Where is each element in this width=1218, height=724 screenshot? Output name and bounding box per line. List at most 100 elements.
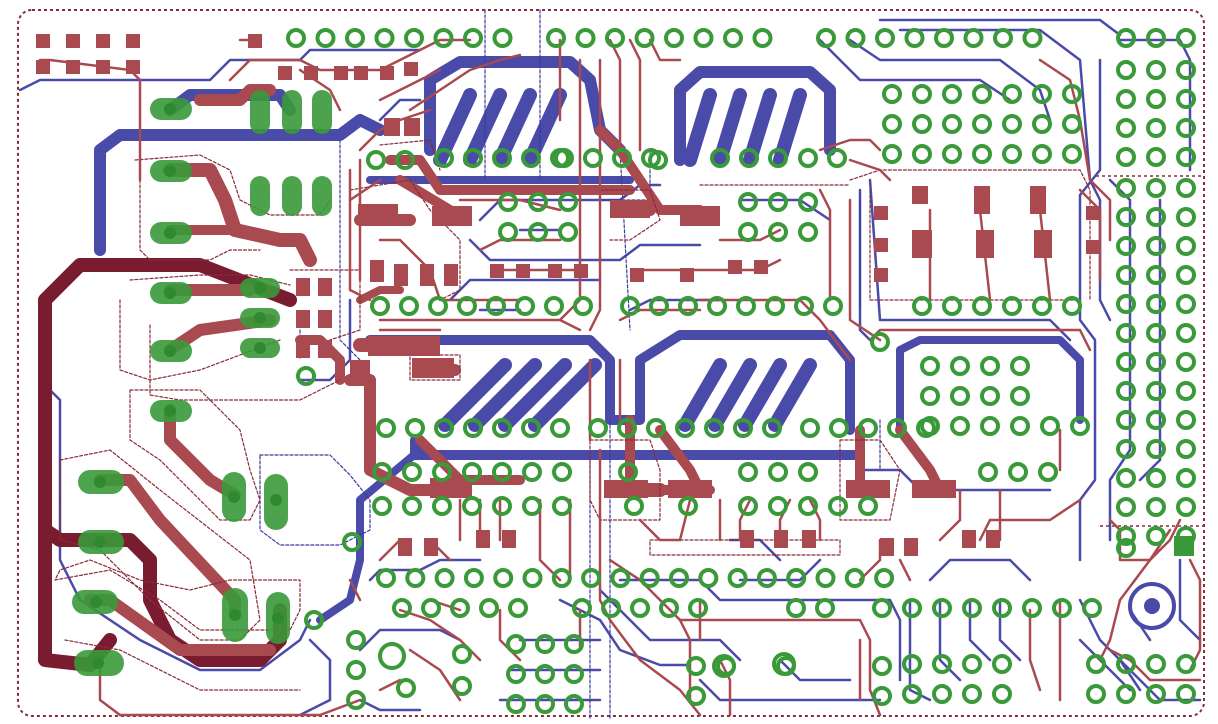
via-pad xyxy=(980,416,1000,436)
via-pad xyxy=(1062,114,1082,134)
via-pad xyxy=(786,598,806,618)
via-pad xyxy=(1010,416,1030,436)
via-pad xyxy=(648,150,668,170)
via-pad xyxy=(1176,147,1196,167)
via-pad xyxy=(522,568,543,588)
via-pad xyxy=(1176,468,1196,488)
via-pad xyxy=(1116,323,1136,343)
via-pad xyxy=(433,28,454,48)
via-pad xyxy=(686,656,706,676)
via-pad xyxy=(698,568,719,588)
via-pad xyxy=(1062,84,1082,104)
via-pad xyxy=(434,148,454,168)
via-pad xyxy=(528,222,548,242)
via-pad xyxy=(1176,118,1196,138)
via-pad xyxy=(1116,410,1136,430)
via-pad xyxy=(346,660,366,680)
via-pad xyxy=(554,148,574,168)
via-pad xyxy=(1032,114,1052,134)
via-pad xyxy=(552,496,572,516)
via-pad xyxy=(462,462,482,482)
via-pad xyxy=(872,598,892,618)
via-pad xyxy=(404,28,424,48)
via-pad xyxy=(870,332,890,352)
via-pad xyxy=(872,656,892,676)
via-pad xyxy=(610,568,631,588)
via-pad xyxy=(829,418,849,438)
via-pad xyxy=(858,496,878,516)
via-pad xyxy=(376,568,396,588)
via-pad xyxy=(1032,84,1052,104)
via-pad xyxy=(963,28,984,48)
via-pad xyxy=(688,598,708,618)
via-pad xyxy=(1146,497,1166,517)
via-pad xyxy=(1116,147,1136,167)
via-pad xyxy=(1116,684,1136,704)
via-pad xyxy=(659,598,679,618)
via-pad xyxy=(1116,526,1136,546)
via-pad xyxy=(1146,294,1166,314)
via-pad xyxy=(798,192,818,212)
via-pad xyxy=(942,114,962,134)
via-pad xyxy=(1176,497,1196,517)
via-pad xyxy=(962,684,982,704)
via-pad xyxy=(768,462,788,482)
via-pad xyxy=(581,568,602,588)
via-pad xyxy=(739,148,759,168)
via-pad xyxy=(887,418,907,438)
via-pad xyxy=(1116,28,1136,48)
via-pad xyxy=(768,148,788,168)
via-pad xyxy=(904,28,925,48)
via-pad xyxy=(1116,352,1136,372)
via-pad xyxy=(710,148,730,168)
large-via-pad xyxy=(772,652,796,676)
via-pad xyxy=(493,568,514,588)
via-pad xyxy=(479,598,499,618)
via-pad xyxy=(962,654,982,674)
via-pad xyxy=(798,496,818,516)
via-pad xyxy=(624,496,644,516)
via-pad xyxy=(827,148,847,168)
large-via-pad xyxy=(712,654,736,678)
via-pad xyxy=(605,28,625,48)
via-pad xyxy=(1146,323,1166,343)
via-pad xyxy=(296,366,316,386)
via-pad xyxy=(972,144,992,164)
via-pad xyxy=(428,296,448,316)
via-pad xyxy=(912,296,932,316)
via-pad xyxy=(1116,538,1136,558)
via-pad xyxy=(1116,118,1136,138)
via-pad xyxy=(1010,356,1030,376)
via-pad xyxy=(972,296,992,316)
via-pad xyxy=(1116,265,1136,285)
via-pad xyxy=(1116,381,1136,401)
oval-pads xyxy=(72,90,332,676)
via-pad xyxy=(1116,178,1136,198)
large-via-pad xyxy=(378,642,406,670)
via-pad xyxy=(800,418,820,438)
via-pad xyxy=(1176,684,1196,704)
square-pad xyxy=(1174,536,1194,556)
via-pad xyxy=(639,568,660,588)
via-pad xyxy=(402,496,422,516)
via-pad xyxy=(521,418,541,438)
via-pad xyxy=(551,568,572,588)
via-pad xyxy=(346,690,366,710)
via-pad xyxy=(786,568,807,588)
via-pad xyxy=(392,598,412,618)
via-pad xyxy=(583,148,603,168)
via-pad xyxy=(972,114,992,134)
via-pad xyxy=(882,144,902,164)
via-pad xyxy=(486,296,506,316)
via-pad xyxy=(1176,89,1196,109)
via-pad xyxy=(588,418,608,438)
via-pad xyxy=(1116,294,1136,314)
via-pad xyxy=(950,386,970,406)
via-pad xyxy=(1116,468,1136,488)
via-pad xyxy=(1176,28,1196,48)
smd-pads xyxy=(36,34,1100,556)
bottom-copper-layer xyxy=(18,9,1202,721)
via-pad xyxy=(932,684,952,704)
via-pad xyxy=(1146,236,1166,256)
